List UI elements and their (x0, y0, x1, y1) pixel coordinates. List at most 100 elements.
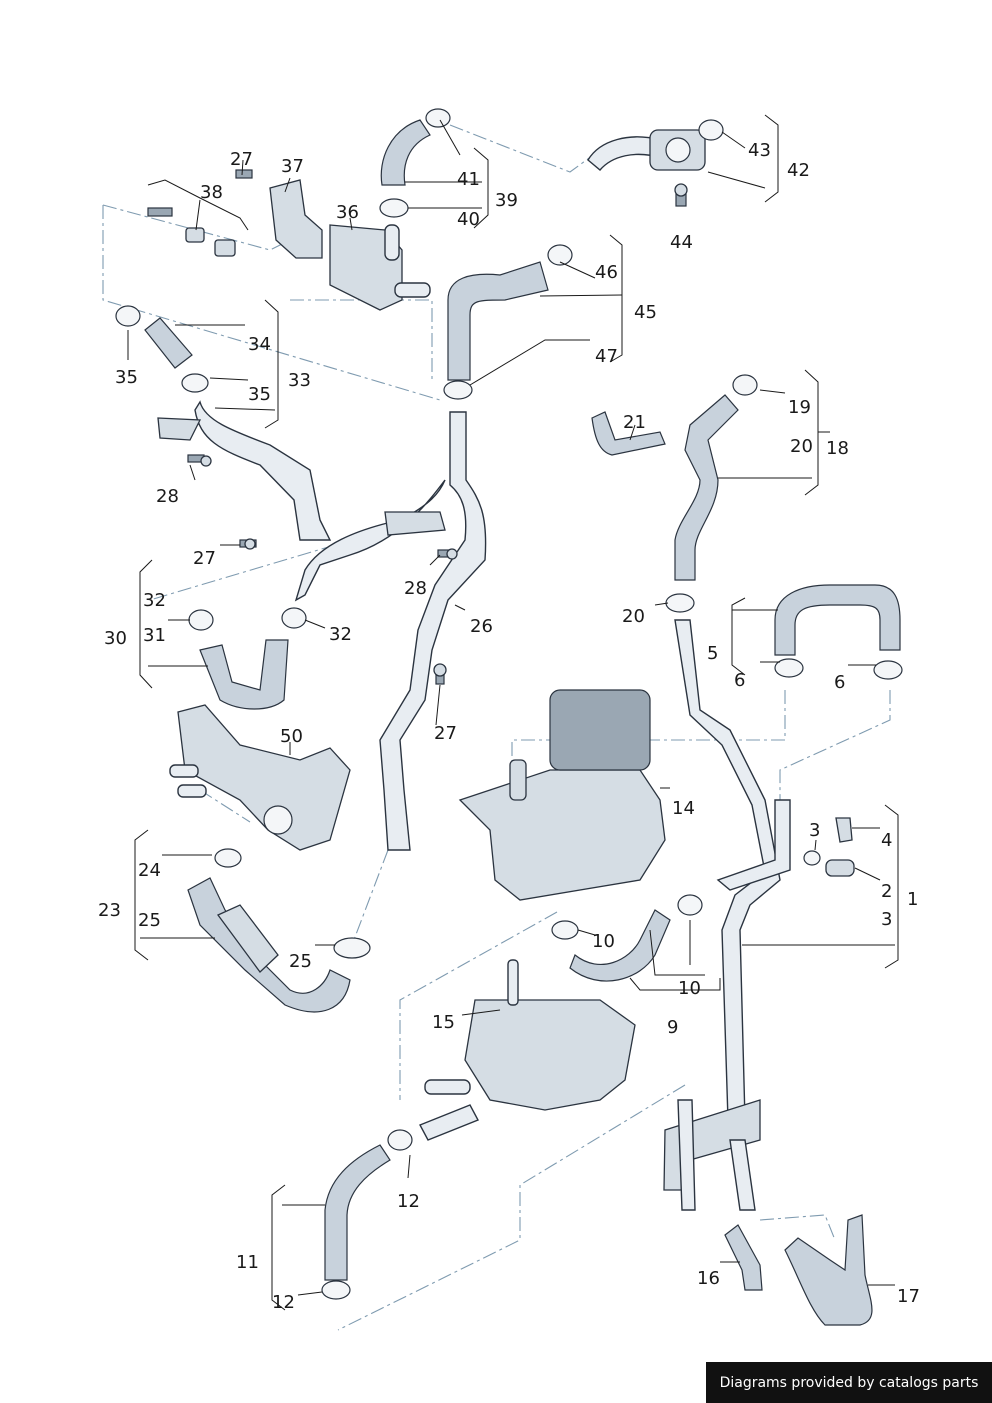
hose-16 (724, 1224, 763, 1291)
callout-15: 15 (432, 1012, 455, 1033)
hose-45 (447, 261, 549, 381)
clamp-47 (443, 380, 473, 400)
leader-lines (127, 114, 899, 1311)
bolt-28-center (437, 548, 458, 560)
o-ring-3 (803, 850, 821, 866)
hose-23 (187, 877, 351, 1013)
callout-3-upper: 3 (809, 820, 820, 841)
clamp-19 (732, 374, 758, 396)
callout-17: 17 (897, 1286, 920, 1307)
clamp-46 (547, 244, 573, 266)
callout-16: 16 (697, 1268, 720, 1289)
callout-12-upper: 12 (397, 1191, 420, 1212)
callout-32-left: 32 (143, 590, 166, 611)
clamp-32-left (188, 609, 214, 631)
callout-labels: 43 42 41 40 39 44 27 37 38 36 46 45 47 3… (98, 140, 920, 1313)
clamp-41 (425, 108, 451, 128)
sensor-2 (825, 859, 855, 877)
pipe-42 (587, 129, 706, 171)
callout-20-lower: 20 (622, 606, 645, 627)
bolt-44 (674, 183, 688, 207)
callout-10-left: 10 (592, 931, 615, 952)
callout-3-lower: 3 (881, 909, 892, 930)
hose-5 (774, 584, 901, 656)
clamp-12-upper (387, 1129, 413, 1151)
hose-17 (784, 1214, 873, 1326)
callout-30: 30 (104, 628, 127, 649)
clamp-35-lower (181, 373, 209, 393)
callout-25-left: 25 (138, 910, 161, 931)
callout-27-top: 27 (230, 149, 253, 170)
hose-20 (674, 394, 739, 581)
pipe-33 (157, 400, 332, 541)
callout-4: 4 (881, 830, 892, 851)
callout-36: 36 (336, 202, 359, 223)
callout-34: 34 (248, 334, 271, 355)
bolt-28 (187, 454, 212, 467)
clamp-40 (379, 198, 409, 218)
callout-44: 44 (670, 232, 693, 253)
bolts-38 (147, 207, 236, 257)
callout-20-upper: 20 (790, 436, 813, 457)
hose-31 (199, 639, 289, 710)
clamp-10-right (677, 894, 703, 916)
callout-31: 31 (143, 625, 166, 646)
hose-34 (144, 317, 193, 369)
bracket-37 (269, 179, 323, 259)
clip-4 (835, 817, 853, 843)
callout-1: 1 (907, 889, 918, 910)
callout-39: 39 (495, 190, 518, 211)
callout-42: 42 (787, 160, 810, 181)
callout-35-left: 35 (115, 367, 138, 388)
callout-5: 5 (707, 643, 718, 664)
clamp-20 (665, 593, 695, 613)
callout-47: 47 (595, 346, 618, 367)
o-ring-43 (698, 119, 724, 141)
bolt-27-mid (239, 538, 257, 550)
callout-14: 14 (672, 798, 695, 819)
pipe-1 (674, 619, 791, 1121)
housing-50 (169, 704, 351, 851)
bolt-27-top (235, 169, 253, 179)
callout-27-mid: 27 (193, 548, 216, 569)
callout-19: 19 (788, 397, 811, 418)
callout-21: 21 (623, 412, 646, 433)
clamp-24 (214, 848, 242, 868)
cooler-15 (419, 959, 636, 1141)
clamp-12-lower (321, 1280, 351, 1300)
clamp-25 (333, 937, 371, 959)
callout-24: 24 (138, 860, 161, 881)
callout-27-center: 27 (434, 723, 457, 744)
callout-35-right: 35 (248, 384, 271, 405)
callout-32-right: 32 (329, 624, 352, 645)
clamp-32-right (281, 607, 307, 629)
hose-9 (569, 909, 671, 982)
hose-21 (591, 411, 666, 456)
callout-23: 23 (98, 900, 121, 921)
clamp-6-right (873, 660, 903, 680)
bolt-27-center (433, 663, 447, 685)
callout-33: 33 (288, 370, 311, 391)
callout-2: 2 (881, 881, 892, 902)
callout-18: 18 (826, 438, 849, 459)
callout-6-left: 6 (734, 670, 745, 691)
callout-37: 37 (281, 156, 304, 177)
credit-banner: Diagrams provided by catalogs parts (706, 1362, 992, 1403)
callout-11: 11 (236, 1252, 259, 1273)
callout-40: 40 (457, 209, 480, 230)
cooler-14 (458, 689, 666, 901)
clamp-10-left (551, 920, 579, 940)
callout-45: 45 (634, 302, 657, 323)
callout-46: 46 (595, 262, 618, 283)
hose-11 (324, 1144, 391, 1281)
callout-26: 26 (470, 616, 493, 637)
callout-12-lower: 12 (272, 1292, 295, 1313)
callout-41: 41 (457, 169, 480, 190)
pump-36 (329, 224, 431, 311)
hose-41 (380, 119, 431, 186)
callout-38: 38 (200, 182, 223, 203)
callout-50: 50 (280, 726, 303, 747)
callout-43: 43 (748, 140, 771, 161)
callout-25-right: 25 (289, 951, 312, 972)
